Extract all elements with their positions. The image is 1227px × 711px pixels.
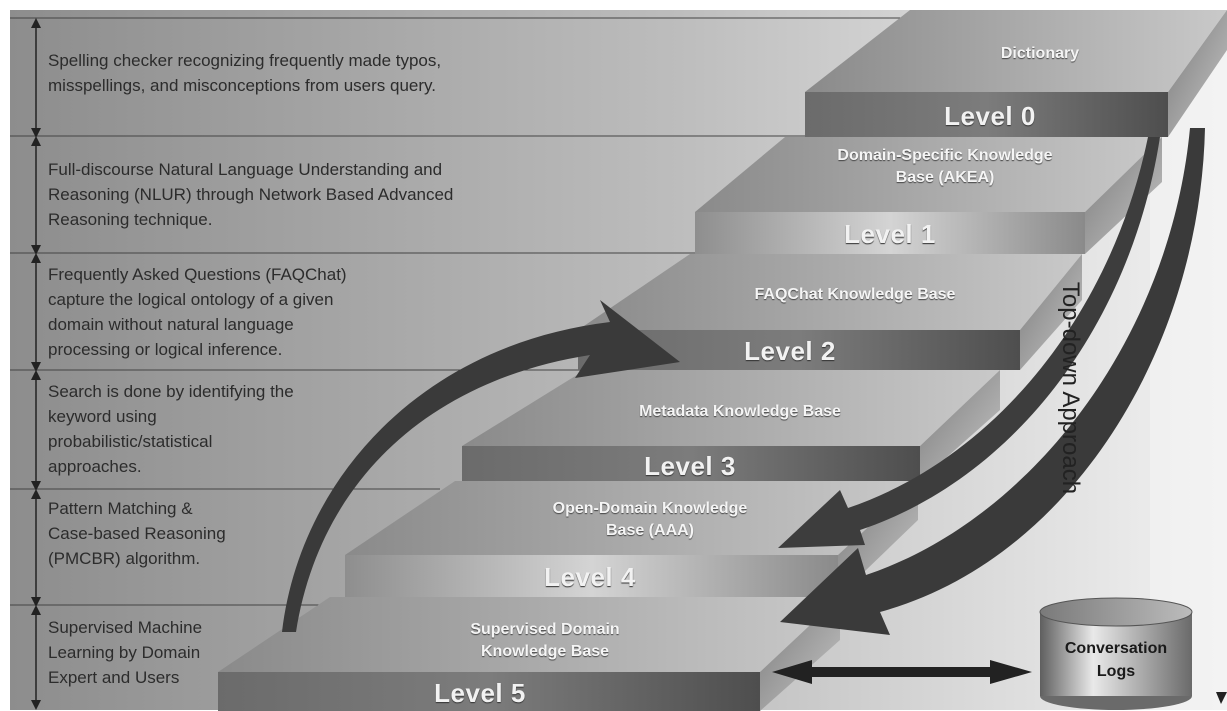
level-5-label: Level 5 <box>434 678 526 708</box>
level-1-label: Level 1 <box>844 219 936 249</box>
level-0-label: Level 0 <box>944 101 1036 131</box>
level-0-kb-label: Dictionary <box>1000 45 1080 62</box>
level-3-description: Search is done by identifying the keywor… <box>48 382 294 476</box>
level-4-label: Level 4 <box>544 562 636 592</box>
level-0-description: Spelling checker recognizing frequently … <box>48 51 442 95</box>
conversation-logs-label: Conversation Logs <box>1064 640 1168 680</box>
top-down-approach-label: Top-down Approach <box>1057 281 1084 495</box>
level-4-kb-label: Open-Domain Knowledge Base (AAA) <box>552 500 748 539</box>
level-3-kb-label: Metadata Knowledge Base <box>639 403 841 420</box>
level-1-description: Full-discourse Natural Language Understa… <box>48 160 454 229</box>
level-5-description: Supervised Machine Learning by Domain Ex… <box>48 618 203 687</box>
level-3-label: Level 3 <box>644 451 736 481</box>
level-2-label: Level 2 <box>744 336 836 366</box>
level-1-kb-label: Domain-Specific Knowledge Base (AKEA) <box>837 147 1053 186</box>
level-5-kb-label: Supervised Domain Knowledge Base <box>470 621 620 660</box>
level-2-kb-label: FAQChat Knowledge Base <box>754 286 956 303</box>
level-4-description: Pattern Matching & Case-based Reasoning … <box>48 499 226 568</box>
level-2-description: Frequently Asked Questions (FAQChat) cap… <box>48 265 347 359</box>
